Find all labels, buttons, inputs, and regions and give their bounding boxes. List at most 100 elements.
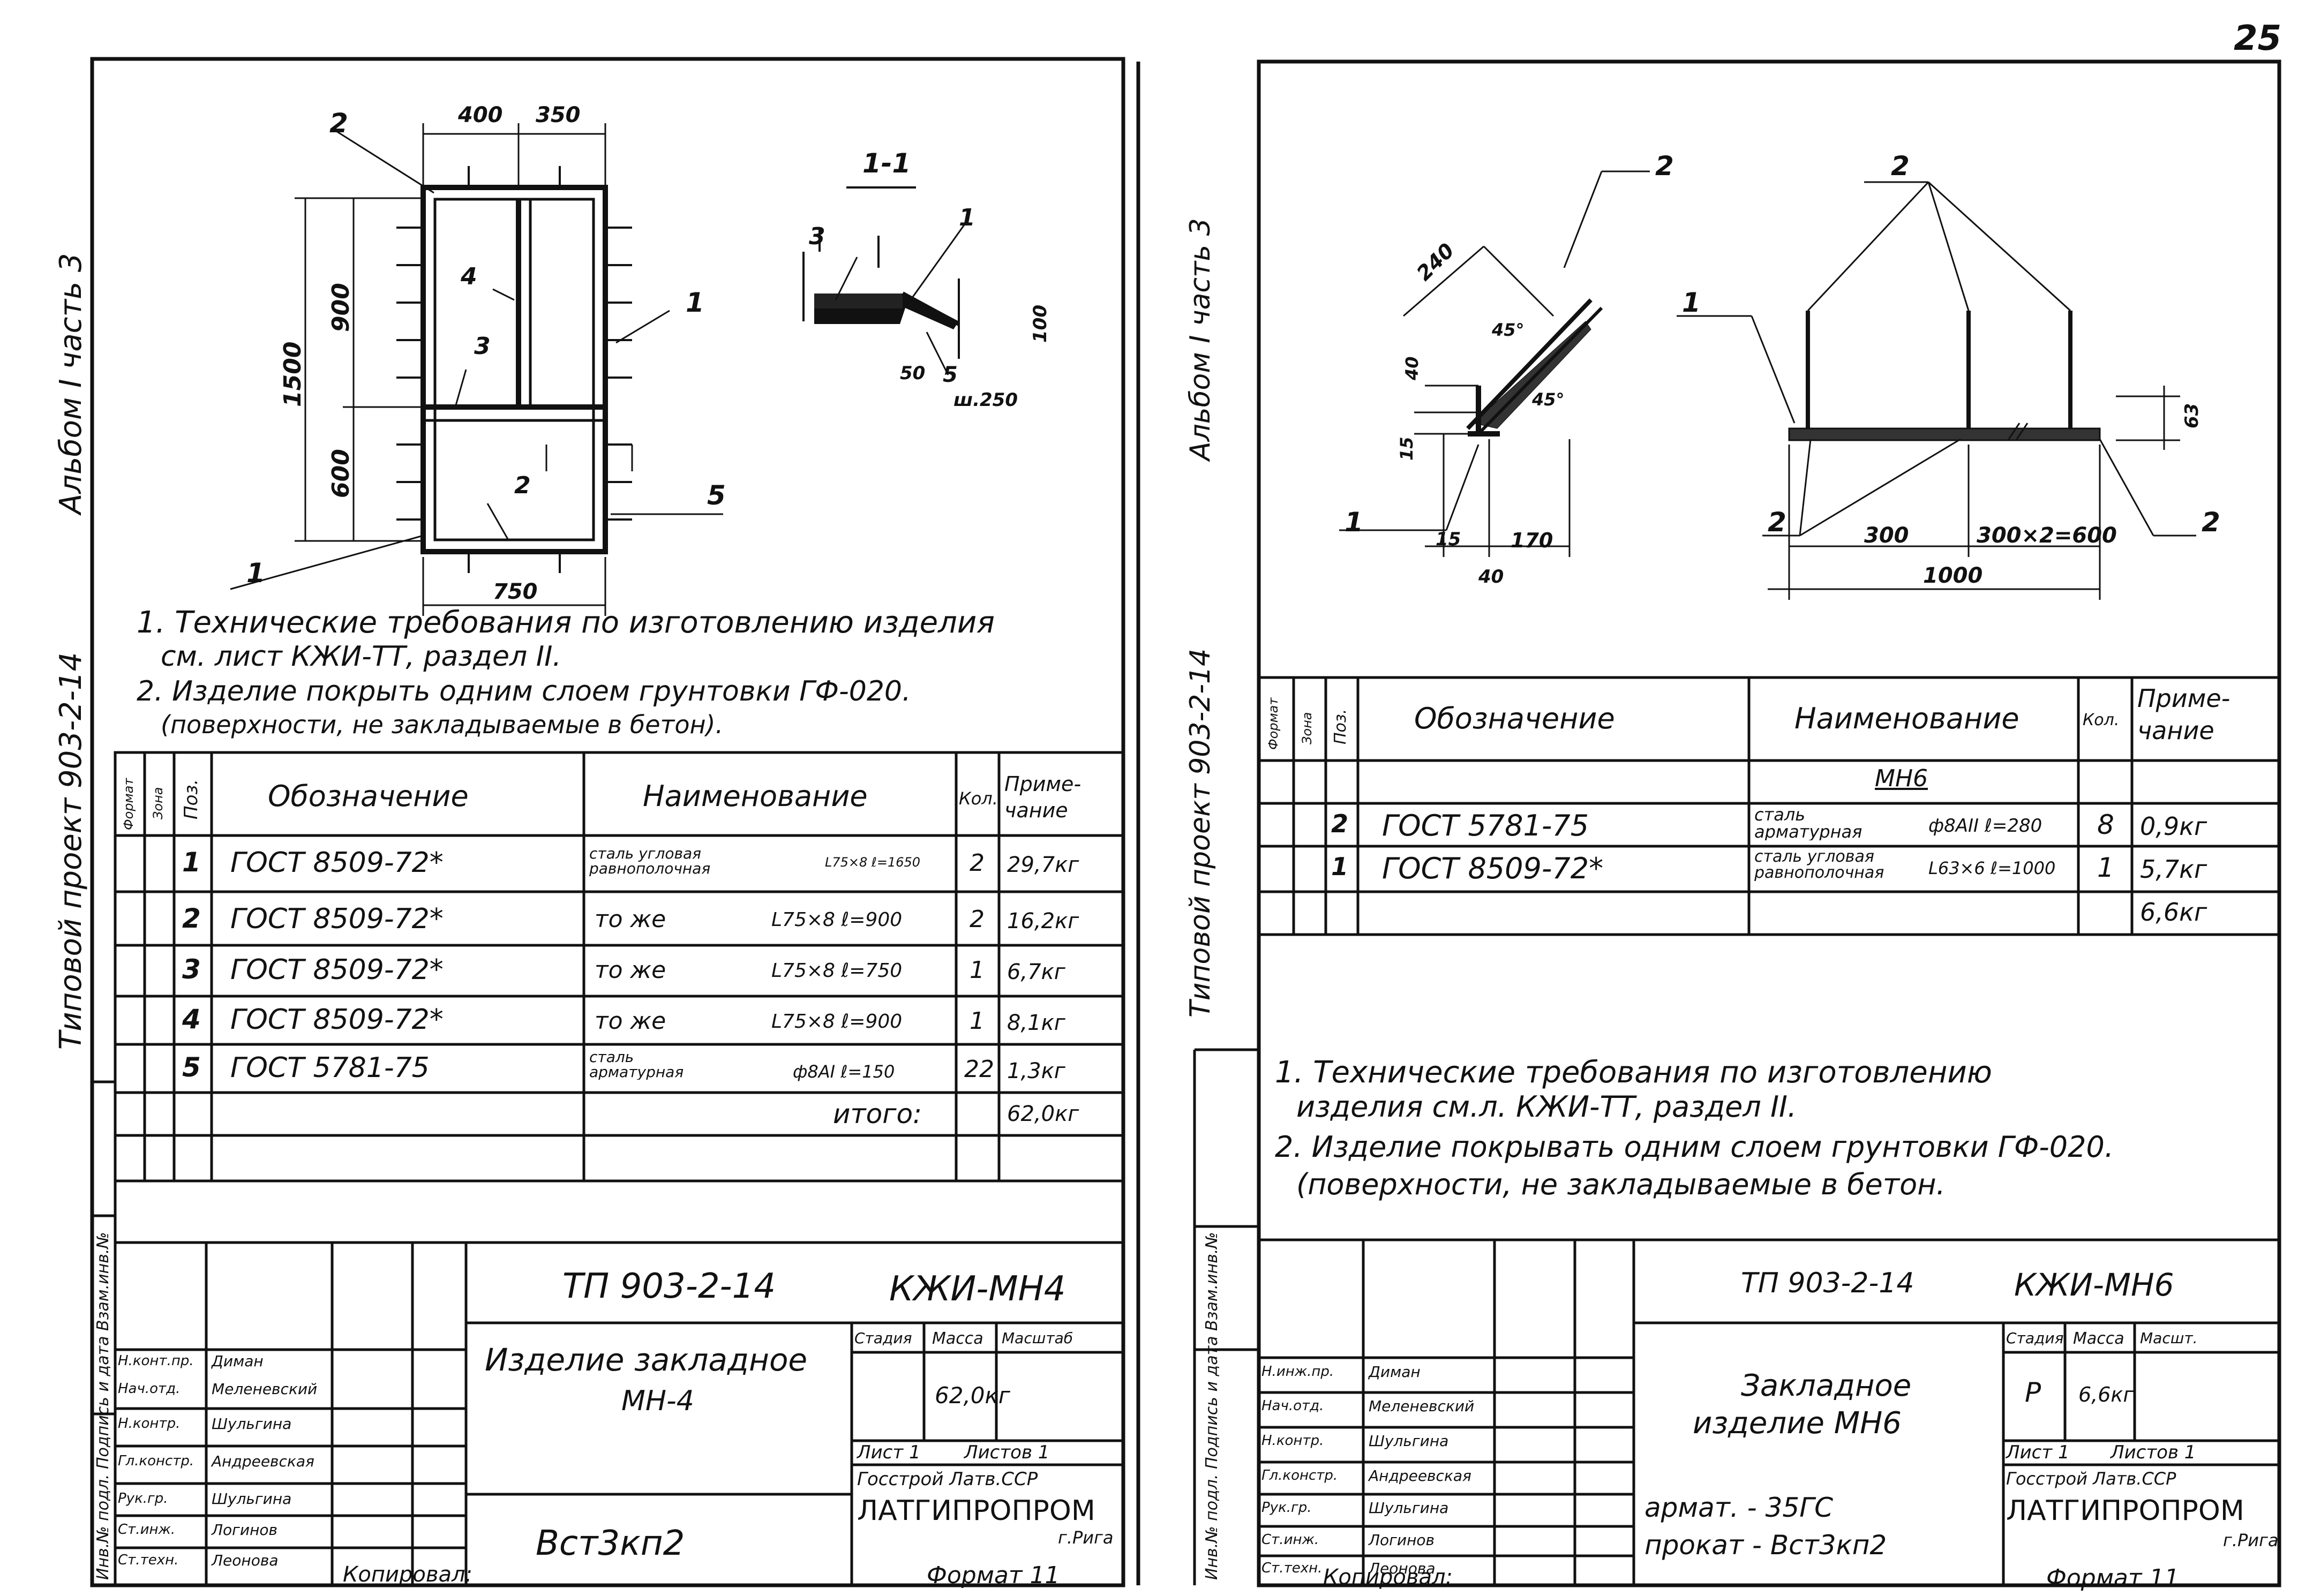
- left-stamp-org2: ЛАТГИПРОПРОМ: [857, 1495, 1095, 1527]
- right-hdr-pos: Поз.: [1331, 709, 1350, 744]
- r-dim-15b: 15: [1436, 529, 1461, 550]
- left-hdr-zone: Зона: [151, 787, 166, 819]
- right-stamp-org1: Госстрой Латв.ССР: [2006, 1469, 2176, 1489]
- right-stamp-sheets: Листов 1: [2111, 1442, 2196, 1463]
- left-role-7: Ст.техн.: [118, 1552, 179, 1568]
- cell-designation: ГОСТ 5781-75: [1382, 809, 1589, 842]
- cell-name: то же: [595, 957, 666, 984]
- cell-size: L75×8 ℓ=900: [771, 909, 903, 931]
- right-stamp-mass: 6,6кг: [2078, 1383, 2134, 1406]
- callout-2-bottom: 2: [514, 472, 531, 499]
- cell-designation: ГОСТ 8509-72*: [230, 903, 444, 935]
- cell-pos: 1: [1331, 852, 1349, 881]
- cell-size: L75×8 ℓ=750: [771, 960, 903, 982]
- right-stamp-sheet-code: КЖИ-МН6: [2014, 1267, 2174, 1303]
- left-stamp-code: ТП 903-2-14: [562, 1267, 776, 1306]
- left-hdr-designation: Обозначение: [268, 779, 469, 813]
- right-format: Формат 11: [2046, 1564, 2180, 1592]
- right-stamp-stage: Р: [2025, 1377, 2041, 1408]
- r-dim-15a: 15: [1396, 436, 1417, 461]
- r-callout-2b: 2: [1891, 150, 1910, 182]
- right-hdr-note: Приме-чание: [2137, 684, 2231, 745]
- cell-size: L63×6 ℓ=1000: [1928, 858, 2056, 878]
- left-stamp-stage-h: Стадия: [854, 1329, 912, 1347]
- left-note-1b: см. лист КЖИ-ТТ, раздел II.: [161, 641, 561, 673]
- r-dim-600: 300×2=600: [1977, 523, 2117, 548]
- cell-qty: 1: [970, 1007, 985, 1035]
- right-role-7: Ст.техн.: [1261, 1560, 1323, 1576]
- cell-designation: ГОСТ 8509-72*: [230, 847, 444, 879]
- callout-3: 3: [474, 333, 491, 360]
- left-role-1: Н.конт.пр.: [118, 1353, 194, 1369]
- dim-900: 900: [327, 283, 355, 332]
- side-label-inv-left: Инв.№ подл. Подпись и дата Взам.инв.№: [94, 1232, 112, 1580]
- right-name-5: Шульгина: [1369, 1499, 1449, 1517]
- left-stamp-title: Изделие закладное: [485, 1342, 808, 1378]
- r-callout-1a: 1: [1682, 287, 1701, 318]
- cell-pos: 4: [182, 1004, 201, 1035]
- left-note-1: 1. Технические требования по изготовлени…: [137, 605, 995, 640]
- left-note-2: 2. Изделие покрыть одним слоем грунтовки…: [137, 675, 911, 707]
- dim-750: 750: [493, 579, 538, 604]
- section-title: 1-1: [862, 148, 911, 179]
- left-hdr-name: Наименование: [643, 779, 868, 813]
- left-hdr-format: Формат: [121, 778, 136, 830]
- cell-note: 0,9кг: [2140, 812, 2207, 841]
- left-role-3: Н.контр.: [118, 1416, 181, 1432]
- r-dim-40b: 40: [1478, 566, 1504, 588]
- cell-size: L75×8 ℓ=900: [771, 1011, 903, 1033]
- right-role-1: Н.инж.пр.: [1261, 1364, 1334, 1380]
- right-name-4: Андреевская: [1369, 1467, 1471, 1485]
- cell-name: сталь арматурная: [1754, 806, 1863, 840]
- cell-pos: 5: [182, 1052, 201, 1083]
- right-hdr-designation: Обозначение: [1414, 702, 1615, 735]
- right-note-1: 1. Технические требования по изготовлени…: [1275, 1055, 1992, 1090]
- section-callout-5: 5: [943, 363, 958, 387]
- right-stamp-mass-h: Масса: [2073, 1329, 2124, 1348]
- left-name-7: Леонова: [212, 1552, 279, 1569]
- cell-qty: 2: [970, 849, 985, 877]
- cell-pos: 2: [182, 903, 201, 934]
- cell-size: L75×8 ℓ=1650: [825, 855, 921, 870]
- r-callout-2a: 2: [1655, 150, 1674, 182]
- cell-qty: 22: [964, 1056, 994, 1083]
- right-stamp-code: ТП 903-2-14: [1741, 1267, 1914, 1299]
- cell-name: то же: [595, 906, 666, 933]
- right-hdr-zone: Зона: [1300, 712, 1315, 744]
- cell-note: 8,1кг: [1007, 1011, 1065, 1035]
- cell-note: 16,2кг: [1007, 909, 1079, 933]
- right-name-2: Меленевский: [1369, 1397, 1475, 1415]
- left-stamp-city: г.Рига: [1058, 1527, 1114, 1548]
- r-callout-1b: 1: [1345, 507, 1363, 538]
- dim-1500: 1500: [279, 341, 306, 407]
- callout-1-bottom: 1: [246, 558, 265, 589]
- cell-designation: ГОСТ 8509-72*: [230, 1004, 444, 1036]
- right-hdr-qty: Кол.: [2083, 711, 2120, 729]
- right-stamp-stage-h: Стадия: [2006, 1329, 2064, 1347]
- left-stamp-subtitle: МН-4: [621, 1385, 694, 1417]
- cell-note: 6,7кг: [1007, 960, 1065, 984]
- side-label-project-right: Типовой проект 903-2-14: [1184, 648, 1216, 1018]
- left-hdr-note: Приме-чание: [1004, 772, 1082, 823]
- side-label-project-left: Типовой проект 903-2-14: [54, 652, 88, 1050]
- left-copied: Копировал:: [343, 1562, 473, 1587]
- cell-qty: 1: [2097, 852, 2114, 883]
- right-name-7: Леонова: [1369, 1560, 1436, 1577]
- right-copied: Копировал:: [1323, 1565, 1453, 1590]
- left-stamp-scale-h: Масштаб: [1002, 1329, 1073, 1347]
- cell-qty: 2: [970, 906, 985, 933]
- r-angle-45a: 45°: [1492, 320, 1525, 340]
- page-number: 25: [2234, 19, 2282, 58]
- right-role-6: Ст.инж.: [1261, 1532, 1319, 1548]
- right-hdr-name: Наименование: [1794, 702, 2019, 735]
- dim-350: 350: [536, 103, 581, 127]
- right-note-1b: изделия см.л. КЖИ-ТТ, раздел II.: [1296, 1090, 1797, 1124]
- section-dim-50: 50: [900, 363, 926, 384]
- right-role-2: Нач.отд.: [1261, 1398, 1324, 1414]
- left-name-4: Андреевская: [212, 1452, 314, 1470]
- side-label-album-right: Альбом I часть 3: [1184, 218, 1216, 461]
- cell-note: 29,7кг: [1007, 853, 1079, 877]
- callout-5: 5: [707, 480, 726, 511]
- right-name-3: Шульгина: [1369, 1432, 1449, 1450]
- left-stamp-sheet: Лист 1: [857, 1442, 921, 1463]
